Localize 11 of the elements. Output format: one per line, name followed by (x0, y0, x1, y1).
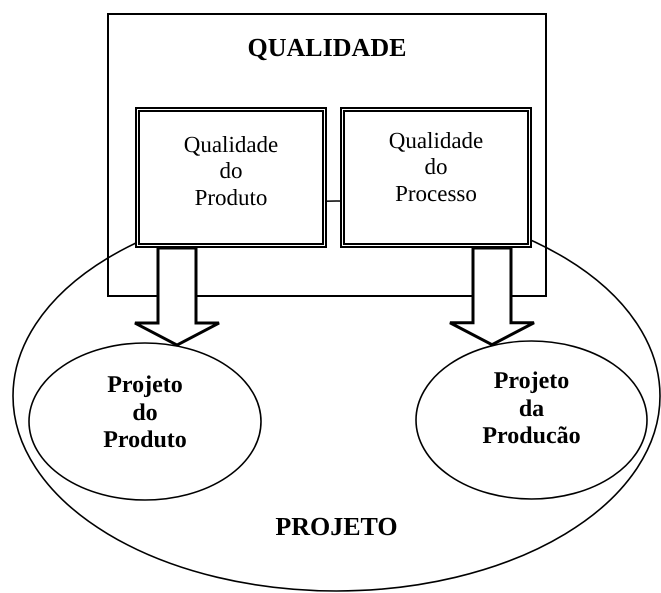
heading: Projeto do Produto (103, 372, 187, 455)
heading: PROJETO (275, 512, 398, 542)
block-arrow (448, 246, 536, 346)
block-arrow (134, 246, 220, 347)
heading: Projeto da Producão (482, 368, 581, 451)
process-box (340, 107, 532, 248)
box-label: Qualidade do Processo (388, 128, 484, 208)
group-box (107, 13, 547, 297)
process-box (135, 107, 327, 248)
heading: QUALIDADE (248, 33, 406, 63)
box-label: Qualidade do Produto (184, 132, 278, 212)
